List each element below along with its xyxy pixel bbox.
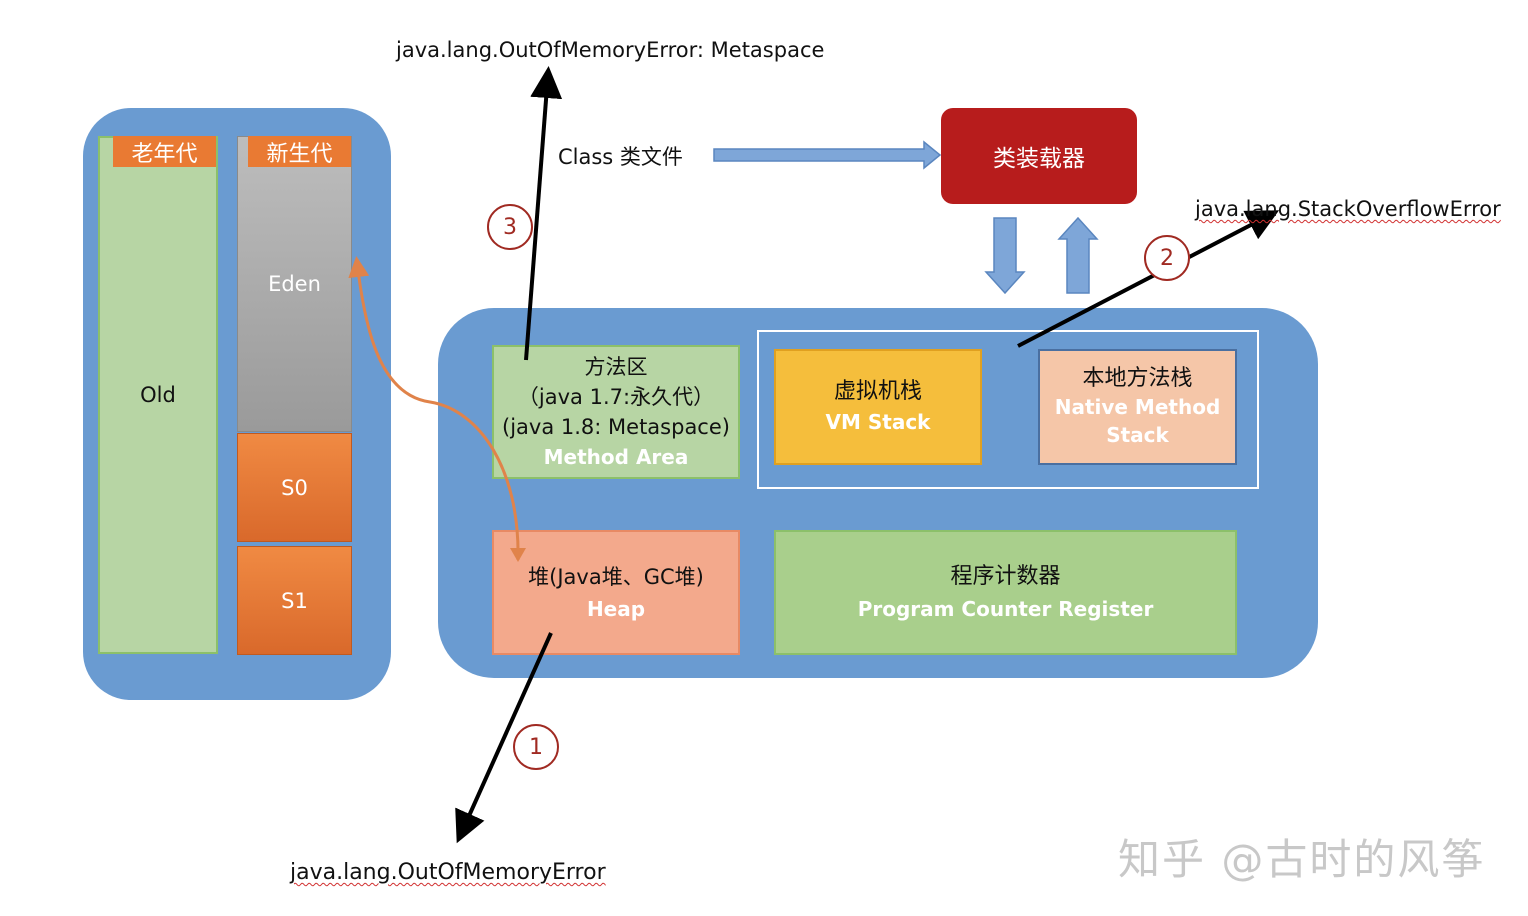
class-loader-box: 类装载器 bbox=[941, 108, 1137, 204]
young-generation-tag: 新生代 bbox=[248, 136, 351, 167]
eden-label: Eden bbox=[268, 272, 321, 296]
heap-to-eden-curve bbox=[348, 256, 520, 561]
metaspace-error-label: java.lang.OutOfMemoryError: Metaspace bbox=[396, 38, 825, 62]
vm-stack-box: 虚拟机栈 VM Stack bbox=[774, 349, 982, 465]
heap-box: 堆(Java堆、GC堆) Heap bbox=[492, 530, 740, 655]
thread-stacks-frame bbox=[757, 330, 1259, 489]
native-stack-en-2: Stack bbox=[1106, 423, 1169, 447]
marker-1: 1 bbox=[513, 724, 559, 770]
eden-box bbox=[237, 136, 352, 432]
survivor-s0: S0 bbox=[237, 433, 352, 542]
native-stack-en-1: Native Method bbox=[1054, 395, 1221, 419]
class-file-label: Class 类文件 bbox=[558, 145, 683, 169]
stackoverflow-error-label: java.lang.StackOverflowError bbox=[1195, 197, 1501, 221]
marker-2: 2 bbox=[1144, 235, 1190, 281]
vm-stack-en: VM Stack bbox=[825, 410, 931, 434]
marker-3: 3 bbox=[487, 204, 533, 250]
old-generation-tag: 老年代 bbox=[113, 136, 216, 167]
vm-stack-cn: 虚拟机栈 bbox=[833, 379, 922, 404]
load-down-arrow bbox=[984, 217, 1026, 295]
method-area-java17: （java 1.7:永久代） bbox=[517, 385, 715, 409]
stackoverflow-error-arrow bbox=[1017, 210, 1280, 348]
native-method-stack-box: 本地方法栈 Native Method Stack bbox=[1038, 349, 1237, 465]
method-area-cn: 方法区 bbox=[584, 355, 648, 379]
load-up-arrow bbox=[1057, 216, 1099, 294]
metaspace-error-arrow bbox=[524, 66, 563, 361]
heap-cn: 堆(Java堆、GC堆) bbox=[528, 564, 704, 589]
heap-en: Heap bbox=[586, 596, 646, 621]
heap-oom-error-arrow bbox=[455, 632, 553, 844]
pc-register-cn: 程序计数器 bbox=[950, 563, 1061, 589]
heap-curve-arrowhead bbox=[510, 548, 526, 562]
program-counter-box: 程序计数器 Program Counter Register bbox=[774, 530, 1237, 655]
native-stack-cn: 本地方法栈 bbox=[1082, 366, 1193, 391]
method-area-java18: (java 1.8: Metaspace) bbox=[502, 415, 730, 439]
oom-error-label: java.lang.OutOfMemoryError bbox=[290, 860, 606, 885]
old-label: Old bbox=[140, 383, 176, 407]
zhihu-watermark: 知乎 @古时的风筝 bbox=[1118, 835, 1486, 884]
method-area-en: Method Area bbox=[543, 445, 689, 469]
class-file-to-loader-arrow bbox=[713, 140, 942, 170]
survivor-s1: S1 bbox=[237, 546, 352, 655]
old-generation-box bbox=[98, 136, 218, 654]
pc-register-en: Program Counter Register bbox=[857, 596, 1154, 621]
method-area-box: 方法区 （java 1.7:永久代） (java 1.8: Metaspace)… bbox=[492, 345, 740, 479]
